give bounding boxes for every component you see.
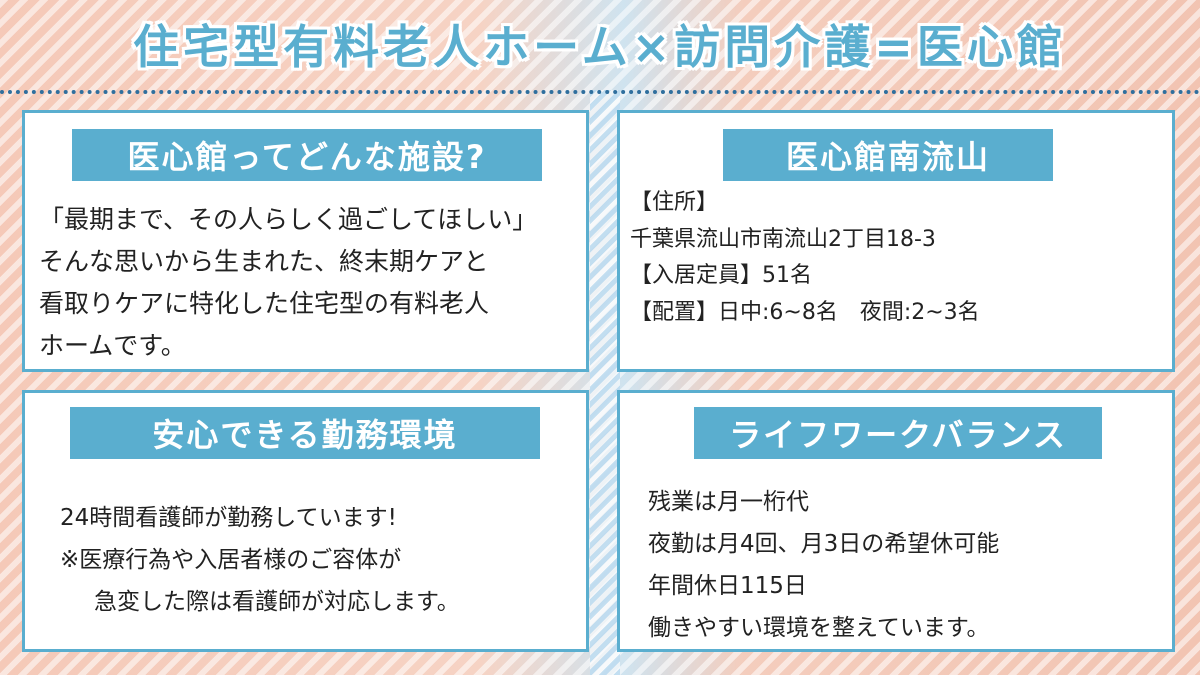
staffing-line: 【配置】日中:6~8名 夜間:2~3名	[630, 299, 980, 325]
about-line: そんな思いから生まれた、終末期ケアと	[39, 247, 489, 276]
address-value: 千葉県流山市南流山2丁目18-3	[630, 226, 936, 252]
address-label: 【住所】	[630, 190, 719, 215]
work-life-line: 残業は月一桁代	[648, 489, 809, 515]
work-life-line: 年間休日115日	[648, 573, 807, 599]
about-body: 「最期まで、その人らしく過ごしてほしい」 そんな思いから生まれた、終末期ケアと …	[39, 199, 537, 367]
environment-line: ※医療行為や入居者様のご容体が	[60, 547, 402, 573]
environment-line: 急変した際は看護師が対応します。	[94, 589, 460, 615]
about-line: ホームです。	[39, 331, 186, 360]
background-stripe	[590, 90, 620, 675]
work-life-line: 働きやすい環境を整えています。	[648, 615, 990, 641]
about-line: 看取りケアに特化した住宅型の有料老人	[39, 289, 490, 318]
facility-panel: 医心館南流山 【住所】 千葉県流山市南流山2丁目18-3 【入居定員】51名 【…	[617, 110, 1175, 372]
work-life-line: 夜勤は月4回、月3日の希望休可能	[648, 531, 1000, 557]
work-life-body: 残業は月一桁代 夜勤は月4回、月3日の希望休可能 年間休日115日 働きやすい環…	[648, 481, 999, 649]
facility-body: 【住所】 千葉県流山市南流山2丁目18-3 【入居定員】51名 【配置】日中:6…	[630, 185, 980, 331]
work-life-panel: ライフワークバランス 残業は月一桁代 夜勤は月4回、月3日の希望休可能 年間休日…	[617, 390, 1175, 652]
environment-line: 24時間看護師が勤務しています!	[60, 505, 397, 531]
environment-heading: 安心できる勤務環境	[70, 407, 540, 459]
about-heading: 医心館ってどんな施設?	[72, 129, 542, 181]
work-life-heading: ライフワークバランス	[694, 407, 1102, 459]
capacity-line: 【入居定員】51名	[630, 263, 812, 288]
about-panel: 医心館ってどんな施設? 「最期まで、その人らしく過ごしてほしい」 そんな思いから…	[22, 110, 589, 372]
environment-panel: 安心できる勤務環境 24時間看護師が勤務しています! ※医療行為や入居者様のご容…	[22, 390, 589, 652]
page-title: 住宅型有料老人ホーム×訪問介護=医心館	[133, 20, 1067, 74]
about-line: 「最期まで、その人らしく過ごしてほしい」	[39, 205, 538, 234]
environment-body: 24時間看護師が勤務しています! ※医療行為や入居者様のご容体が 急変した際は看…	[60, 497, 460, 623]
dotted-divider	[0, 90, 1200, 94]
facility-heading: 医心館南流山	[723, 129, 1053, 181]
